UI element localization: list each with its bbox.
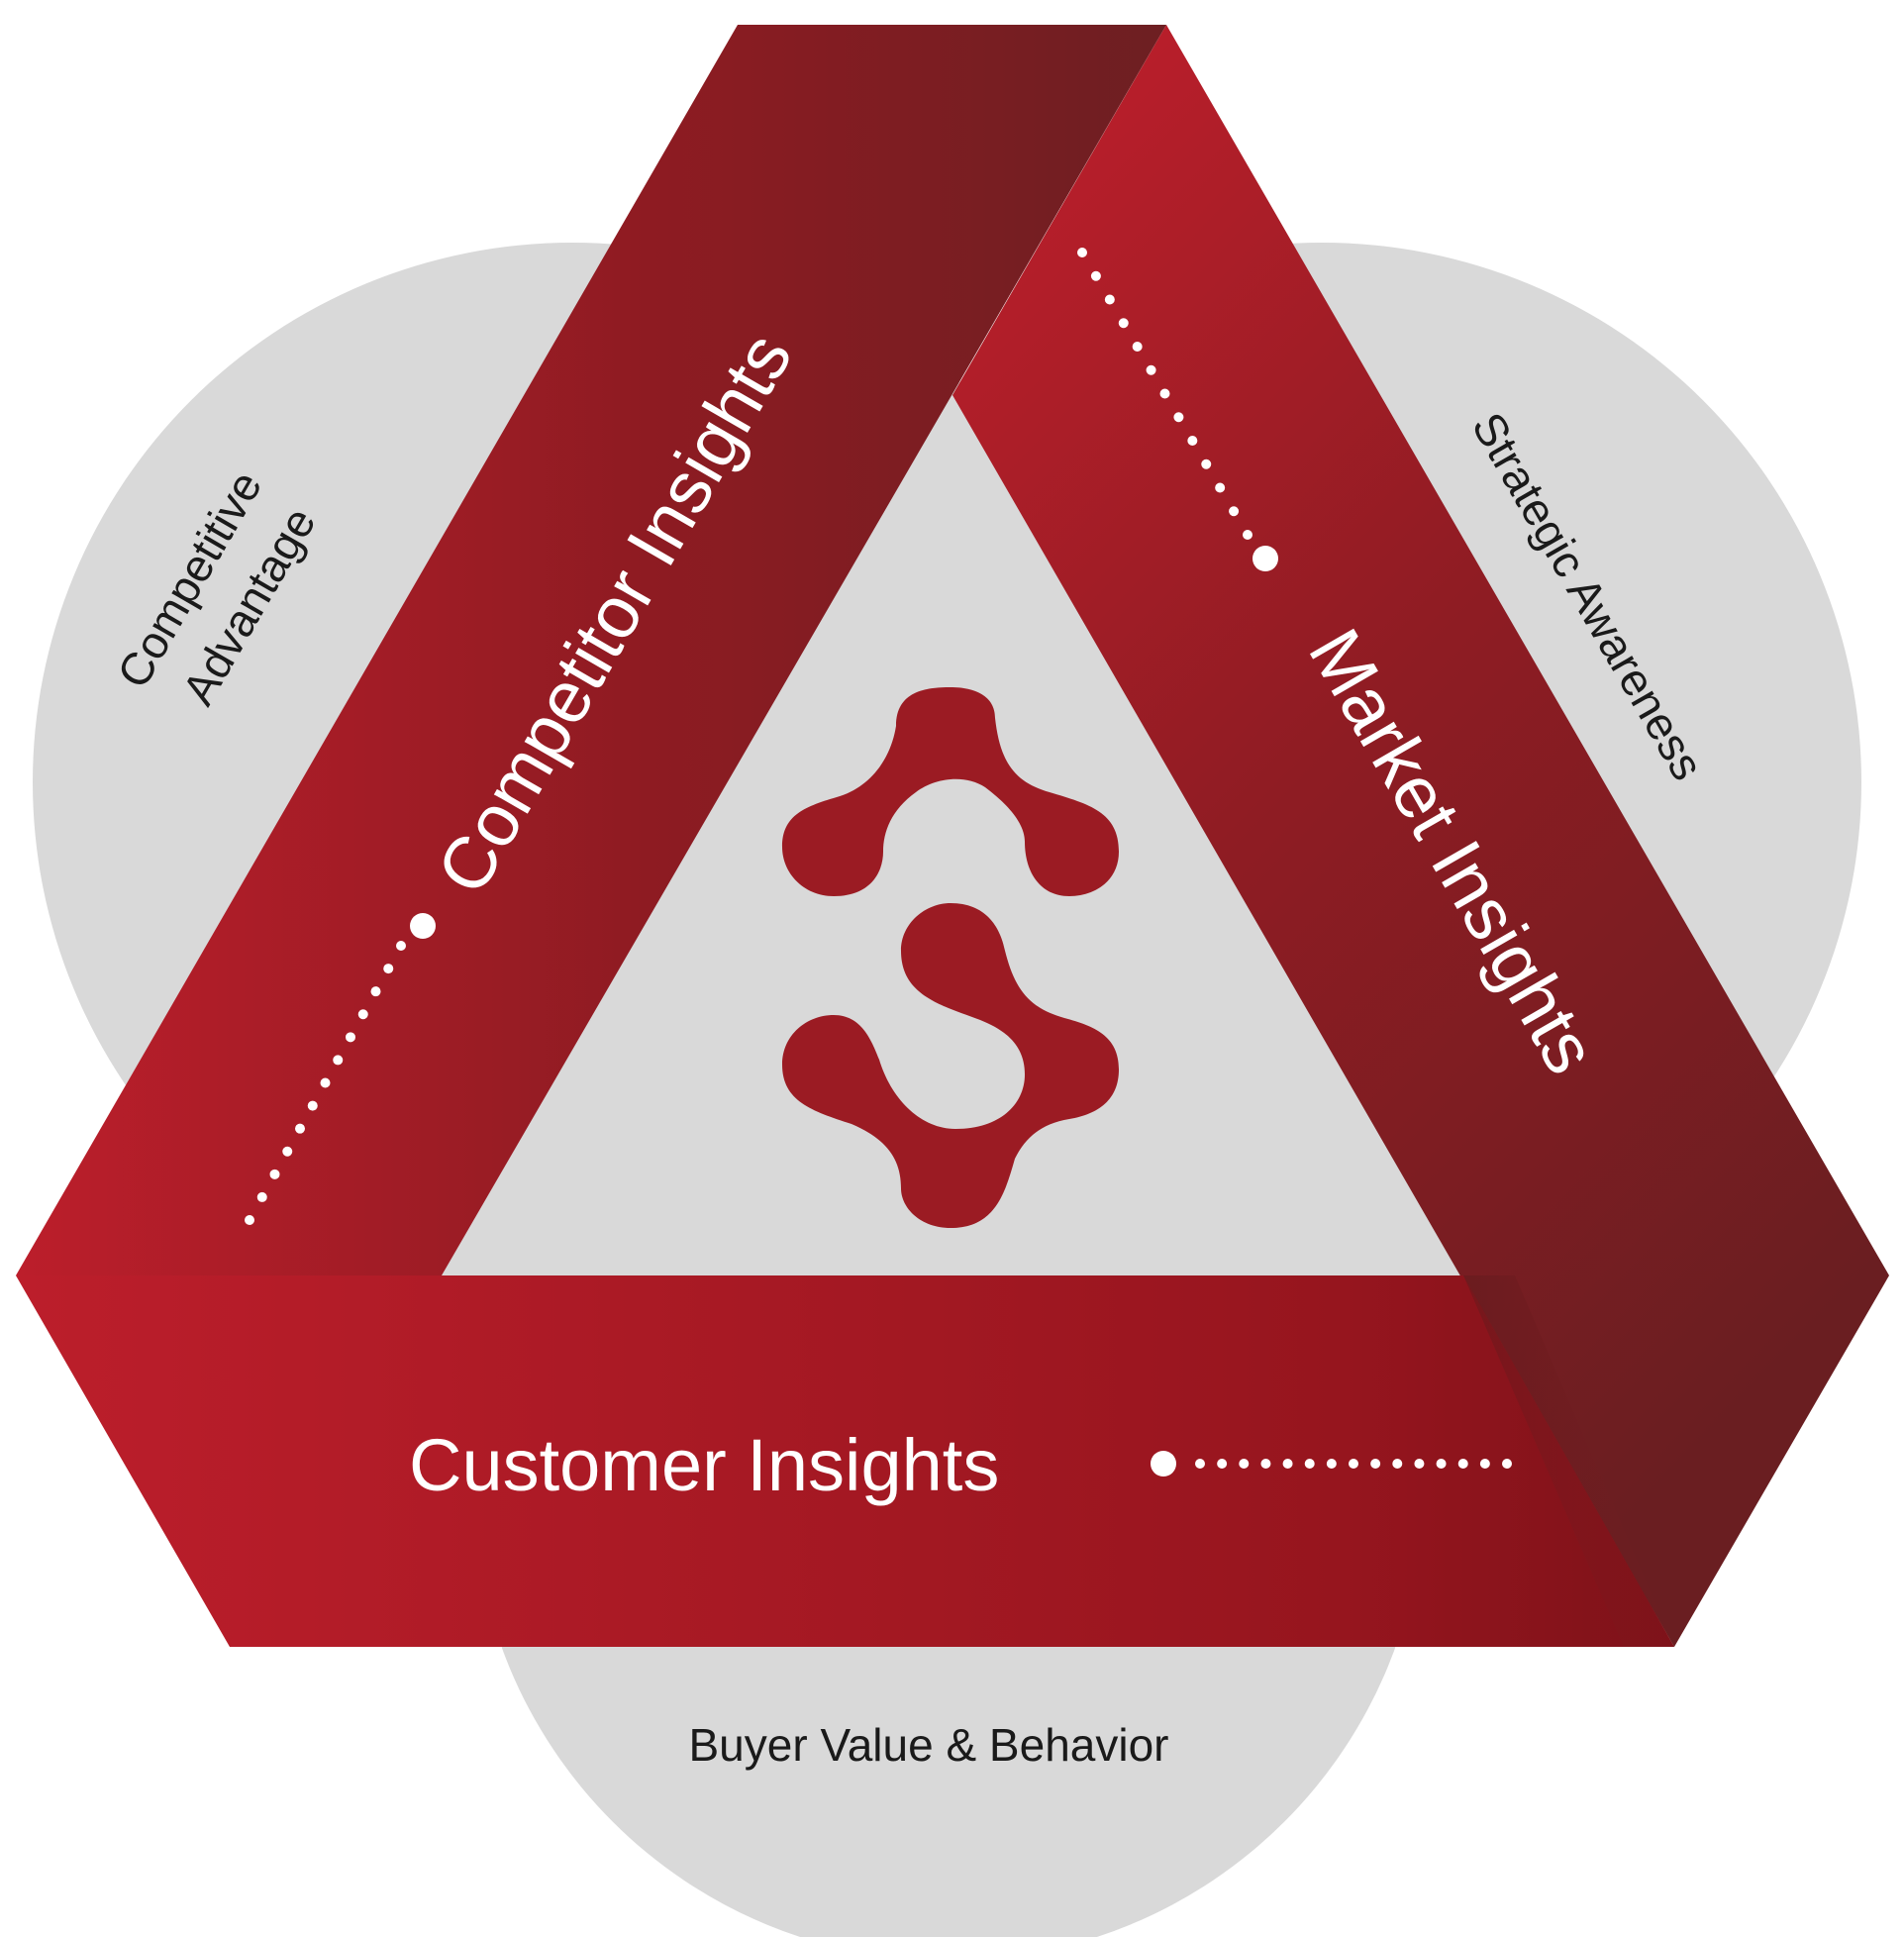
connector-dot	[1414, 1459, 1425, 1469]
connector-customer	[1151, 1451, 1512, 1477]
s-logo-icon	[782, 687, 1119, 1228]
connector-dot	[1282, 1459, 1293, 1469]
band-market-insights	[952, 25, 1889, 1647]
connector-dot	[1457, 1459, 1468, 1469]
connector-dot	[396, 941, 406, 951]
connector-dot	[1077, 248, 1087, 257]
connector-dot	[1260, 1459, 1271, 1469]
customer-insights-label: Customer Insights	[409, 1424, 999, 1506]
connector-dot	[1326, 1459, 1337, 1469]
connector-dot	[245, 1215, 254, 1225]
connector-dot	[333, 1055, 344, 1066]
connector-dot	[1229, 506, 1240, 517]
connector-dot	[346, 1032, 355, 1043]
triangle-bands	[16, 25, 1889, 1647]
connector-dot	[295, 1123, 305, 1134]
connector-dot	[1159, 388, 1170, 399]
connector-market	[1077, 248, 1278, 571]
connector-dot	[1173, 412, 1184, 423]
inner-triangle	[442, 395, 1463, 1275]
band-customer-insights	[16, 1275, 1674, 1647]
connector-dot	[1370, 1459, 1381, 1469]
connector-dot	[1502, 1459, 1512, 1469]
connector-dot	[1239, 1459, 1250, 1469]
connector-dot	[1118, 318, 1129, 329]
connector-dot	[370, 986, 381, 997]
dotted-line-icon	[1253, 546, 1278, 571]
connector-dot	[256, 1191, 267, 1202]
band-fold-shadow	[1463, 1275, 1674, 1647]
connector-dot	[1187, 436, 1198, 446]
connector-dot	[357, 1009, 368, 1020]
connector-dot	[1195, 1459, 1205, 1469]
connector-dot	[1146, 364, 1156, 375]
connector-dot	[1392, 1459, 1403, 1469]
dotted-line-icon	[1151, 1451, 1176, 1477]
connector-dot	[1201, 459, 1212, 469]
connector-dot	[1090, 270, 1101, 281]
connector-dot	[1104, 294, 1115, 305]
connector-dot	[1436, 1459, 1447, 1469]
connector-dot	[1479, 1459, 1490, 1469]
connector-dot	[282, 1146, 293, 1157]
connector-dot	[320, 1077, 331, 1088]
connector-dot	[383, 964, 394, 974]
connector-dot	[1132, 342, 1143, 352]
connector-dot	[1304, 1459, 1315, 1469]
connector-dot	[1217, 1459, 1228, 1469]
connector-dot	[307, 1100, 318, 1111]
dotted-line-icon	[410, 913, 436, 939]
connector-dot	[1215, 482, 1226, 493]
connector-dot	[1243, 530, 1253, 540]
connector-dot	[269, 1169, 280, 1179]
buyer-value-behavior-label: Buyer Value & Behavior	[689, 1719, 1169, 1771]
connector-dot	[1349, 1459, 1358, 1469]
connector-competitor	[245, 913, 436, 1225]
band-competitor-insights	[16, 25, 1166, 1275]
